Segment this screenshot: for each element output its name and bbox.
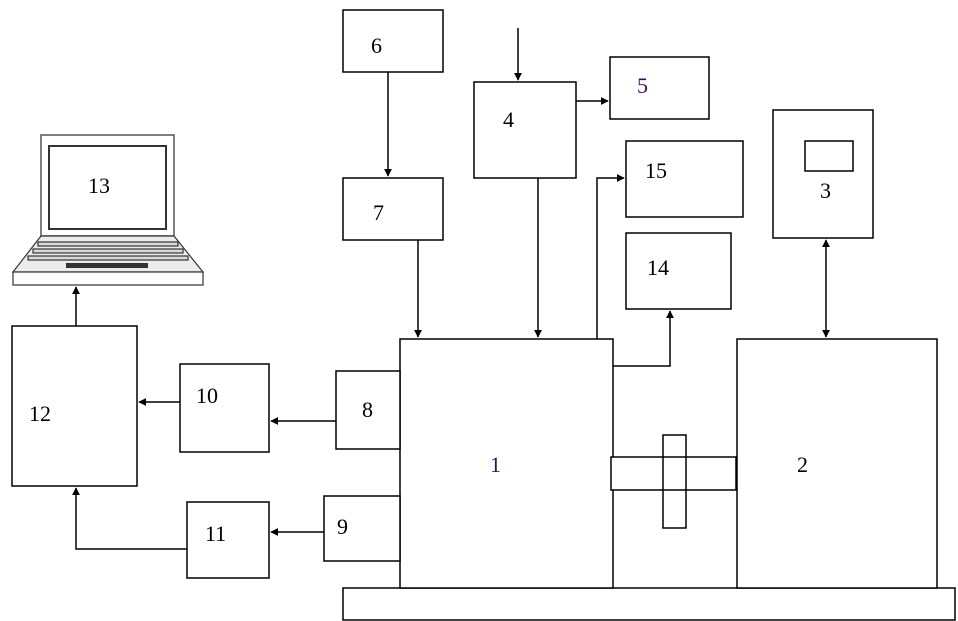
laptop-icon — [11, 134, 205, 286]
label-14: 14 — [647, 255, 669, 280]
label-15: 15 — [645, 158, 667, 183]
block-8 — [335, 370, 401, 450]
block-12 — [11, 325, 138, 487]
label-5: 5 — [637, 73, 648, 98]
block-3 — [772, 109, 874, 239]
block-6 — [342, 9, 444, 73]
label-13: 13 — [88, 173, 110, 198]
coupling — [610, 434, 737, 529]
label-2: 2 — [797, 452, 808, 477]
block-4 — [473, 81, 577, 179]
block-1 — [399, 338, 614, 589]
label-9: 9 — [337, 514, 348, 539]
arrow-1-to-14 — [613, 310, 674, 367]
label-11: 11 — [205, 521, 226, 546]
block-10 — [179, 363, 270, 453]
label-12: 12 — [29, 401, 51, 426]
label-10: 10 — [196, 383, 218, 408]
label-4: 4 — [503, 107, 514, 132]
arrow-11-to-12 — [72, 487, 187, 550]
label-7: 7 — [373, 200, 384, 225]
block-7 — [342, 177, 444, 241]
block-3-display — [804, 140, 854, 172]
base-platform — [342, 587, 956, 621]
label-8: 8 — [362, 397, 373, 422]
block-11 — [186, 501, 270, 579]
block-5 — [609, 56, 710, 120]
label-1: 1 — [490, 452, 501, 477]
label-3: 3 — [820, 178, 831, 203]
block-2 — [736, 338, 938, 589]
arrow-1-to-15 — [596, 174, 625, 339]
block-9 — [323, 495, 401, 562]
label-6: 6 — [371, 33, 382, 58]
block-14 — [625, 232, 732, 310]
block-15 — [625, 140, 744, 218]
